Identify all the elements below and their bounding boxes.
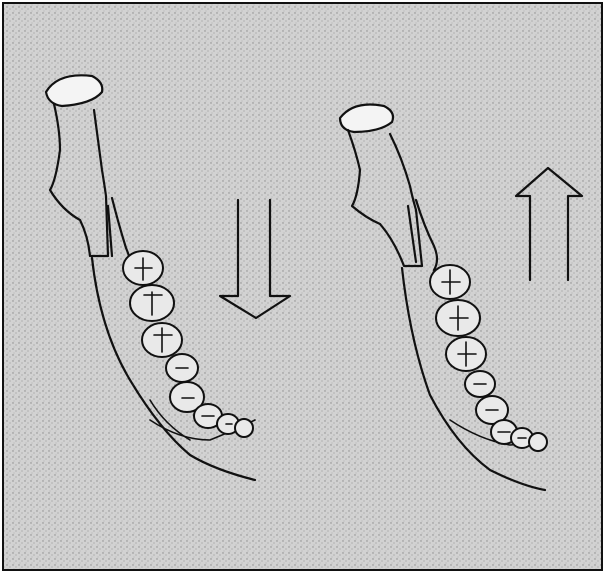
incisor-2	[235, 419, 253, 437]
incisor-2	[529, 433, 547, 451]
